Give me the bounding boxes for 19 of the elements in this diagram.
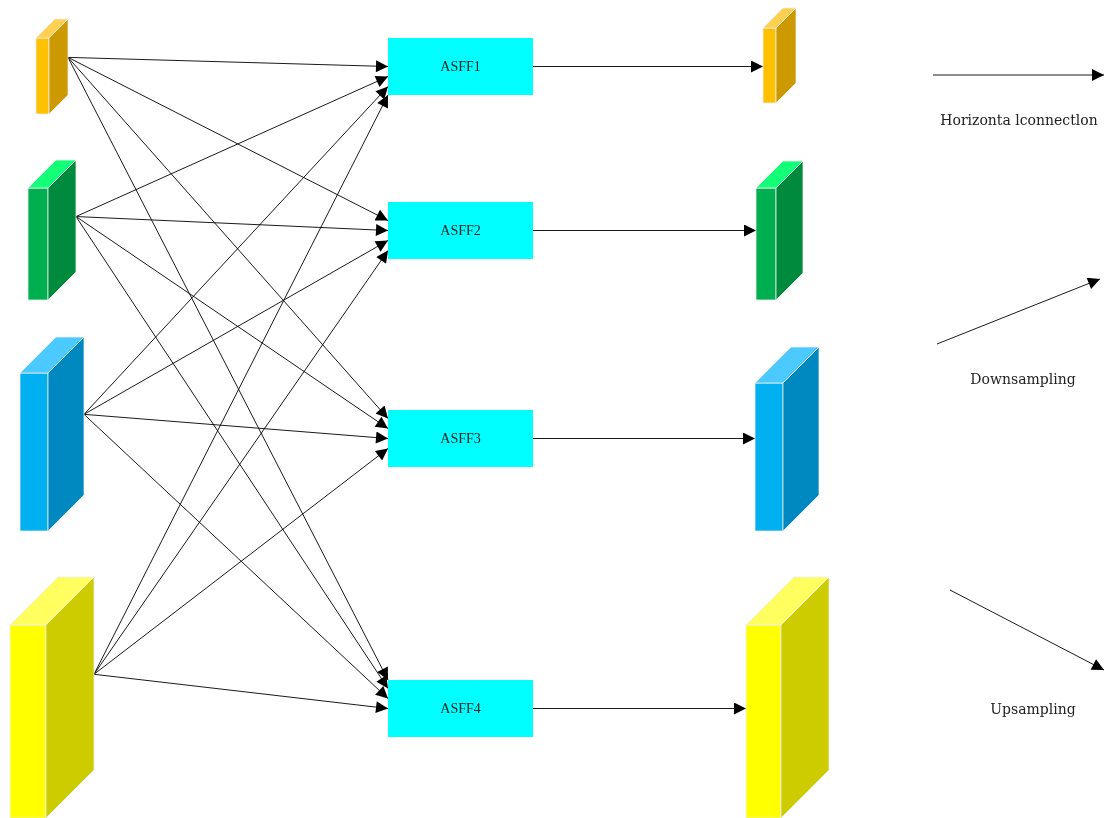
feature-map-block (763, 8, 796, 103)
feature-map-block (755, 347, 819, 531)
feature-map-block (20, 337, 84, 531)
box-label: ASFF1 (440, 58, 481, 75)
box-label: ASFF3 (440, 430, 481, 447)
feature-map-block (28, 160, 76, 300)
process-box (388, 202, 533, 259)
box-label: ASFF4 (440, 700, 481, 717)
feature-map-block (36, 19, 68, 114)
legend-label: Downsampling (970, 371, 1076, 387)
legend-label: Upsampling (990, 701, 1076, 717)
process-box (388, 38, 533, 95)
feature-map-block (10, 577, 94, 818)
process-box (388, 410, 533, 467)
feature-map-block (756, 161, 803, 300)
feature-map-block (746, 577, 829, 818)
legend-label: Horizonta lconnectlon (940, 112, 1098, 128)
box-label: ASFF2 (440, 222, 481, 239)
process-box (388, 680, 533, 737)
